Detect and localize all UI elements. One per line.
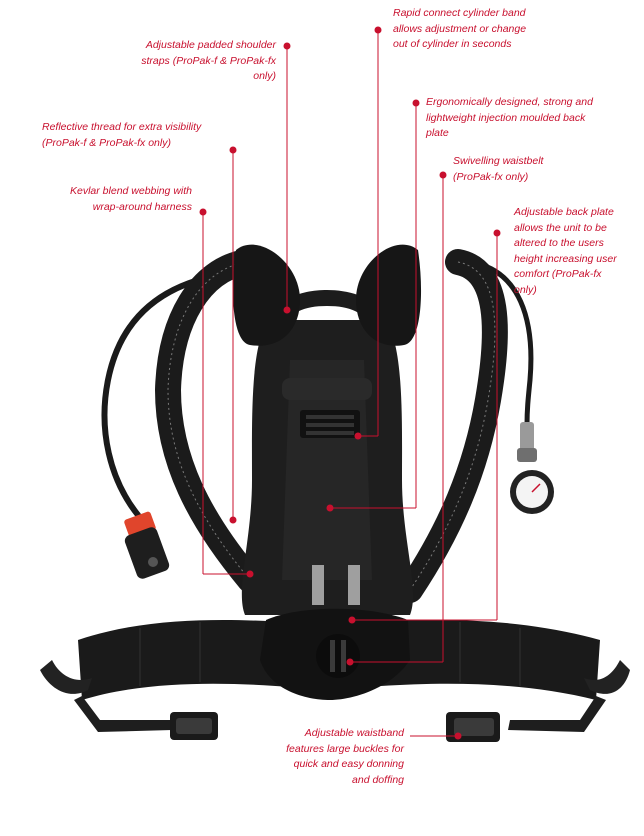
left-belt-strap <box>40 660 92 694</box>
right-buckle <box>446 712 500 742</box>
left-strap-stitching <box>167 261 251 581</box>
right-gauge-hose <box>467 259 534 428</box>
left-buckle <box>170 712 218 740</box>
pressure-gauge <box>510 422 554 514</box>
callout-reflective-thread: Reflective thread for extra visibility (… <box>42 121 202 149</box>
left-shoulder-pad <box>232 244 300 346</box>
leader-lines <box>202 30 498 737</box>
right-shoulder-strap <box>397 249 508 603</box>
right-shoulder-pad <box>356 244 422 346</box>
right-belt-tail <box>508 696 606 732</box>
swivel-knob <box>316 634 360 678</box>
callout-back-plate: Ergonomically designed, strong and light… <box>426 96 593 139</box>
right-belt-strap <box>584 660 630 694</box>
callout-adjustable-back-plate: Adjustable back plate allows the unit to… <box>514 206 617 296</box>
leader-dots <box>199 26 501 740</box>
callout-kevlar-webbing: Kevlar blend webbing with wrap-around ha… <box>70 185 192 213</box>
left-belt-tail <box>74 696 172 732</box>
left-air-hose <box>101 269 243 518</box>
callout-cylinder-band: Rapid connect cylinder band allows adjus… <box>393 7 527 50</box>
callout-shoulder-straps: Adjustable padded shoulder straps (ProPa… <box>141 39 276 82</box>
callout-waistband: Adjustable waistband features large buck… <box>286 727 404 786</box>
red-quick-connector <box>124 511 170 579</box>
callout-swivelling-waistbelt: Swivelling waistbelt (ProPak-fx only) <box>453 155 544 183</box>
